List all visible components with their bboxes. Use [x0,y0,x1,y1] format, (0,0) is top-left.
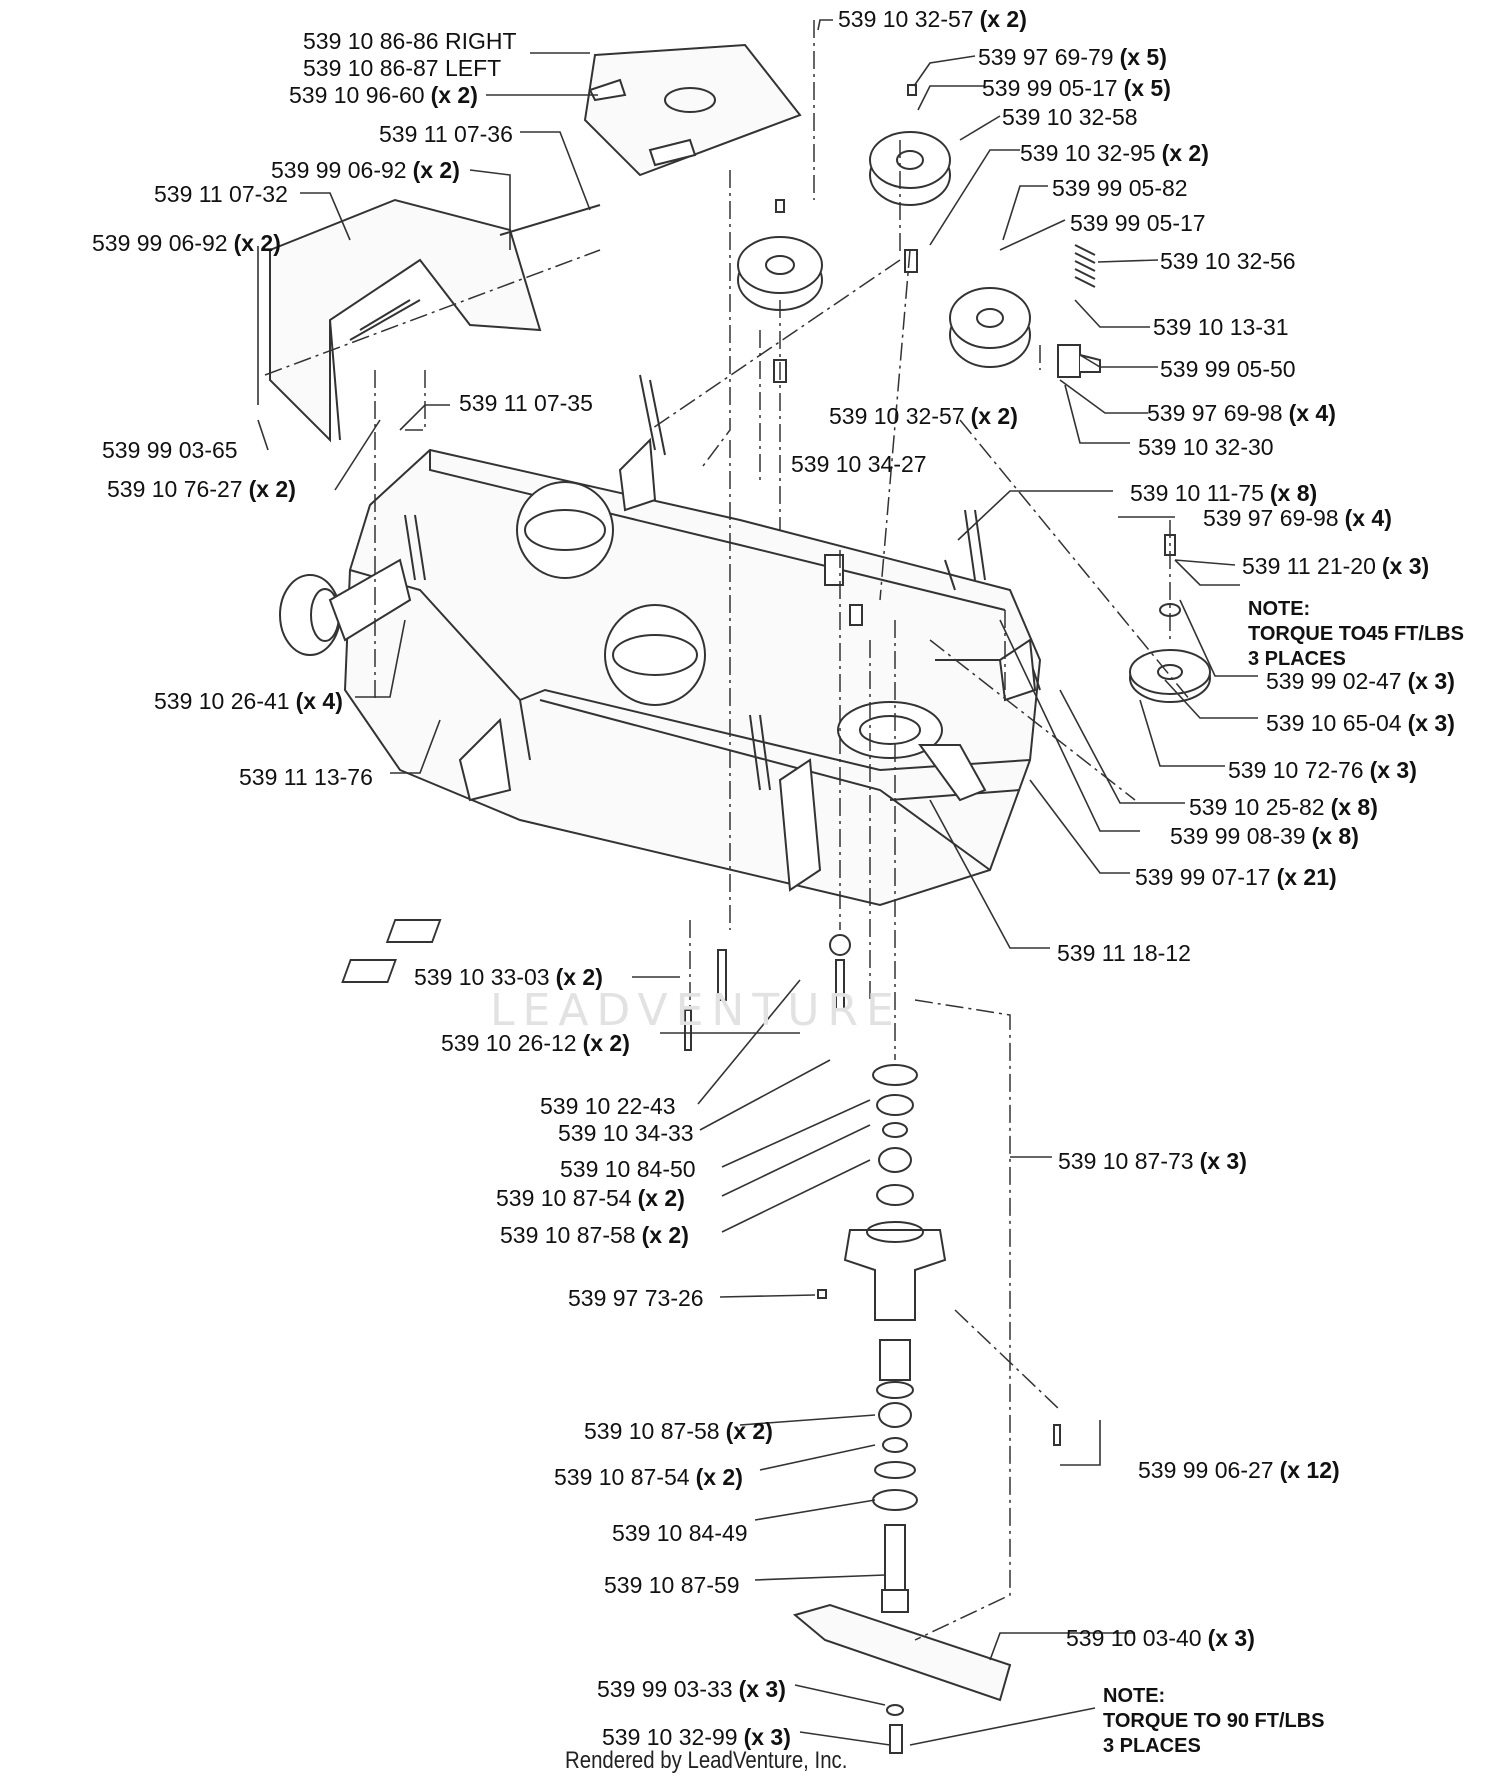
part-label: 539 10 26-41(x 4) [154,688,343,714]
part-label: 539 97 73-26 [568,1285,704,1311]
mower-deck [343,448,1042,907]
part-label: 539 99 03-65 [102,437,238,463]
idler-spring [1074,244,1096,288]
part-label: 539 10 86-86 RIGHT [303,28,517,54]
gauge-wheel [279,558,412,656]
part-label: 539 97 69-79(x 5) [978,44,1167,70]
part-label: 539 99 02-47(x 3) [1266,668,1455,694]
part-label: 539 10 87-58(x 2) [500,1222,689,1248]
leader-lines [257,19,1258,1746]
part-label: 539 10 13-31 [1153,314,1289,340]
part-label: 539 10 87-58(x 2) [584,1418,773,1444]
discharge-chute [269,198,601,443]
part-label: 539 10 34-27 [791,451,927,477]
idler-pulley-3 [949,287,1101,378]
cutting-blade [792,1603,1012,1754]
part-label: 539 10 87-59 [604,1572,740,1598]
part-label: 539 10 25-82(x 8) [1189,794,1378,820]
part-label: 539 10 32-58 [1002,104,1138,130]
small-hardware [341,554,1061,1446]
spindle-pulley [1129,534,1211,703]
part-label: 539 10 84-49 [612,1520,748,1546]
part-label: 539 10 32-95(x 2) [1020,140,1209,166]
part-label: 539 10 96-60(x 2) [289,82,478,108]
part-label: 539 10 32-56 [1160,248,1296,274]
watermark-text: LEADVENTURE [490,985,902,1036]
idler-pulley-1 [737,199,823,383]
part-label: 539 11 07-36 [379,121,513,147]
part-label: 539 97 69-98(x 4) [1203,505,1392,531]
part-label: 539 10 34-33 [558,1120,694,1146]
part-label: 539 99 05-17(x 5) [982,75,1171,101]
part-label: 539 11 07-32 [154,181,288,207]
part-label: 539 10 32-30 [1138,434,1274,460]
part-label: 539 10 76-27(x 2) [107,476,296,502]
part-label: 539 11 21-20(x 3) [1242,553,1430,579]
part-label: 539 99 05-50 [1160,356,1296,382]
deck-hanger-chains [404,374,986,791]
deck-brackets [458,437,1037,892]
part-label: 539 97 69-98(x 4) [1147,400,1336,426]
part-label: 539 11 13-76 [239,764,373,790]
part-label: 539 10 03-40(x 3) [1066,1625,1255,1651]
part-label: 539 99 05-82 [1052,175,1188,201]
part-label: 539 10 87-73(x 3) [1058,1148,1247,1174]
part-label: 539 10 26-12(x 2) [441,1030,630,1056]
torque-note-45: NOTE: TORQUE TO45 FT/LBS 3 PLACES [1248,598,1464,670]
part-label: 539 99 03-33(x 3) [597,1676,786,1702]
spindle-assembly [843,1064,947,1613]
part-label: 539 10 32-57(x 2) [829,403,1018,429]
part-label: 539 10 33-03(x 2) [414,964,603,990]
part-label: 539 11 18-12 [1057,940,1191,966]
torque-note-90: NOTE: TORQUE TO 90 FT/LBS 3 PLACES [1103,1685,1325,1757]
part-label: 539 10 86-87 LEFT [303,55,502,81]
part-label: 539 10 11-75(x 8) [1130,480,1318,506]
part-label: 539 10 87-54(x 2) [496,1185,685,1211]
part-label: 539 99 08-39(x 8) [1170,823,1359,849]
part-label: 539 99 05-17 [1070,210,1206,236]
part-label: 539 10 32-99(x 3) [602,1724,791,1750]
part-label: 539 10 84-50 [560,1156,696,1182]
part-label: 539 11 07-35 [459,390,593,416]
alignment-lines [264,20,1191,1641]
idler-pulley-2 [869,84,951,273]
part-label: 539 99 06-92(x 2) [92,230,281,256]
render-credit: Rendered by LeadVenture, Inc. [565,1747,848,1774]
part-label: 539 99 07-17(x 21) [1135,864,1337,890]
part-label: 539 10 22-43 [540,1093,676,1119]
part-label: 539 99 06-92(x 2) [271,157,460,183]
part-label: 539 10 32-57(x 2) [838,6,1027,32]
part-label: 539 10 87-54(x 2) [554,1464,743,1490]
belt-cover [583,43,802,177]
part-label: 539 10 65-04(x 3) [1266,710,1455,736]
part-label: 539 10 72-76(x 3) [1228,757,1417,783]
part-label: 539 99 06-27(x 12) [1138,1457,1340,1483]
